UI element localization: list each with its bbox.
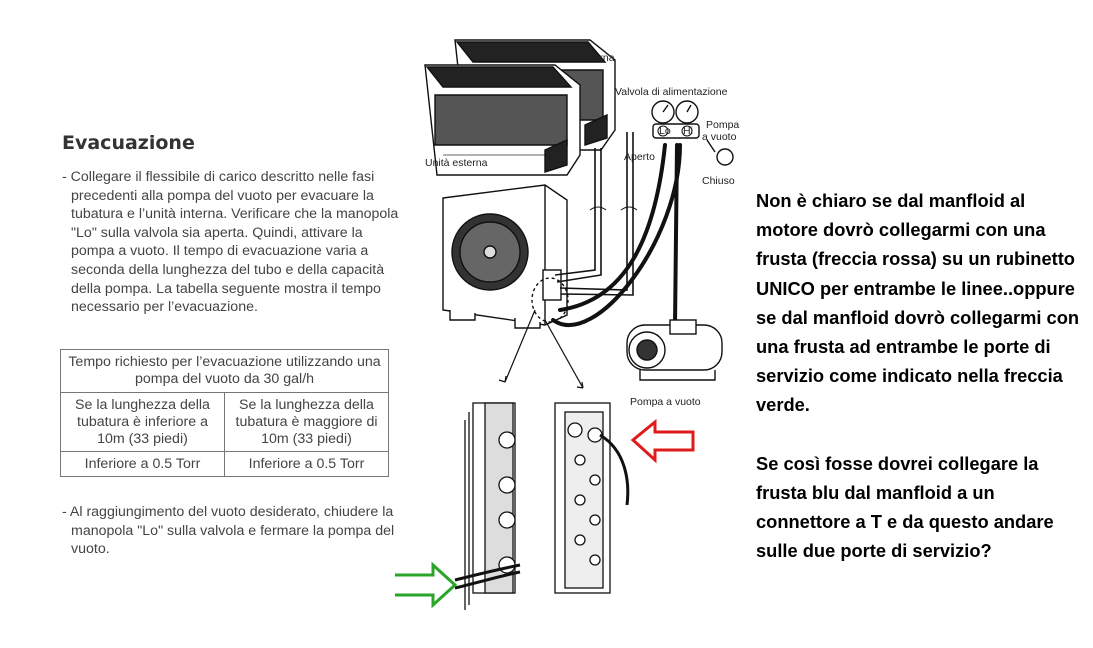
vacuum-pump-illustration [626,319,723,381]
lo-label: Lo [659,125,671,137]
green-arrow [395,561,458,609]
red-arrow [630,418,695,464]
table-header: Tempo richiesto per l’evacuazione utiliz… [60,349,389,393]
outdoor-unit-illustration [442,184,569,329]
table-condition-long: Se la lunghezza della tubatura è maggior… [224,392,389,452]
question-paragraph-2: Se così fosse dovrei collegare la frusta… [756,452,1054,562]
open-label: Aperto [624,151,655,163]
hi-label: Hi [683,125,693,137]
vacuum-pump-label-1: Pompa [706,119,739,131]
instruction-paragraph-2: - Al raggiungimento del vuoto desiderato… [62,504,395,558]
detail-pointers [498,309,584,389]
indoor-unit-label: Unità interna [555,52,615,64]
closed-label: Chiuso [702,175,735,187]
vacuum-pump-label: Pompa a vuoto [630,396,701,408]
question-text: Non è chiaro se dal manfloid al motore d… [756,186,1091,565]
table-value-long: Inferiore a 0.5 Torr [224,451,389,477]
service-valve-detail-right [554,402,630,594]
vacuum-pump-label-2: a vuoto [702,131,737,143]
section-title: Evacuazione [62,132,195,154]
table-condition-short: Se la lunghezza della tubatura è inferio… [60,392,225,452]
indoor-unit-illustration [424,39,616,176]
question-paragraph-1: Non è chiaro se dal manfloid al motore d… [756,190,1080,416]
outdoor-unit-label: Unità esterna [425,157,488,169]
evacuation-time-table: Tempo richiesto per l’evacuazione utiliz… [60,349,389,477]
service-valve-detail-left [454,402,521,610]
manifold-gauge-set [651,100,734,166]
refrigerant-pipes [554,132,638,296]
charging-hoses [551,143,682,328]
supply-valve-label: Valvola di alimentazione [615,86,728,98]
table-value-short: Inferiore a 0.5 Torr [60,451,225,477]
installation-diagram: Lo Hi [395,39,739,610]
instruction-paragraph-1: - Collegare il flessibile di carico desc… [62,169,399,316]
